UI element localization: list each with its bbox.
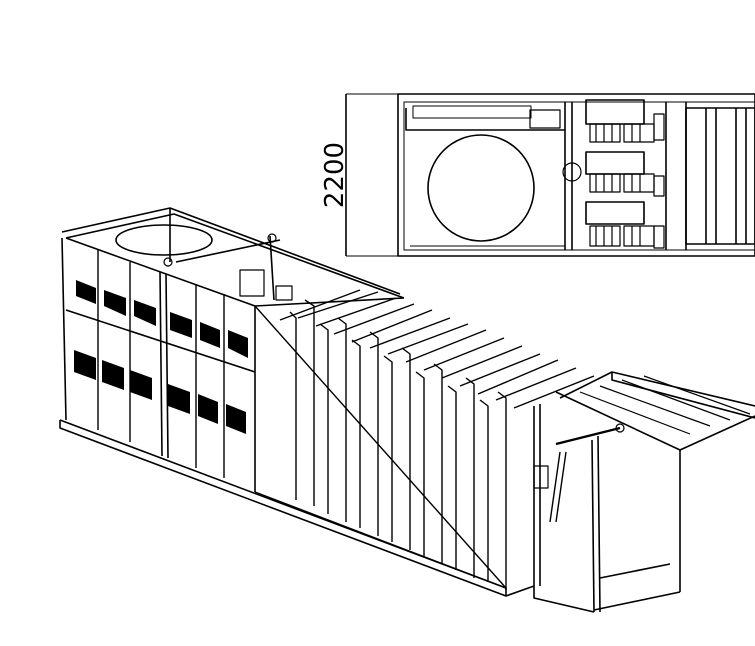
top-frame [61, 207, 405, 307]
tank-circle [427, 134, 535, 242]
plan-outer-frame [397, 93, 755, 257]
plan-equipment-bay [665, 102, 755, 250]
iso-tank-top [115, 224, 213, 256]
ribbed-side [254, 289, 595, 590]
dimension-2200: 2200 [320, 93, 400, 257]
lifting-eyes [163, 233, 277, 267]
louvres [74, 280, 248, 434]
plan-tank-compartment [405, 102, 573, 250]
plan-view: 2200 [320, 93, 755, 257]
skid-base [59, 419, 595, 613]
door-panels [97, 250, 225, 478]
rear-frame [533, 371, 755, 613]
dimension-label: 2200 [320, 142, 350, 208]
top-equipment [239, 269, 293, 301]
plan-pump-units [529, 99, 665, 249]
isometric-view [59, 207, 755, 613]
